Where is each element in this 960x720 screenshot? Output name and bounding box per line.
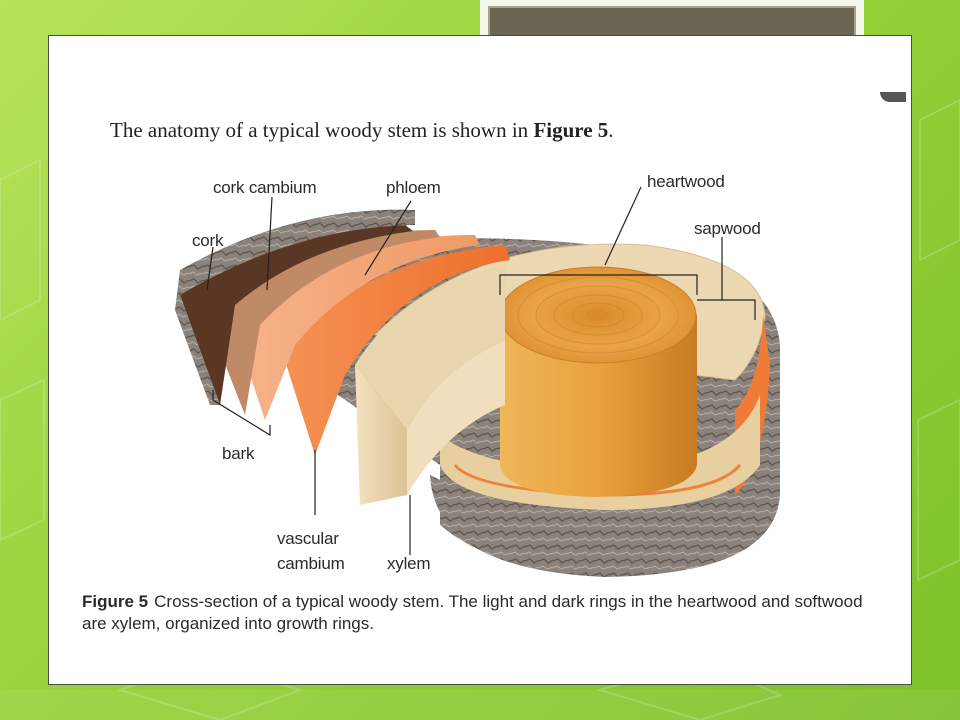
bark-sheet bbox=[180, 209, 415, 295]
label-cork: cork bbox=[192, 231, 224, 250]
woody-stem-diagram bbox=[175, 186, 780, 577]
label-bark: bark bbox=[222, 444, 255, 463]
slide-corner-tab bbox=[880, 92, 906, 102]
heartwood-side bbox=[500, 315, 697, 497]
vascular-cambium-sheet bbox=[280, 245, 510, 455]
bark-sheet-face bbox=[175, 270, 220, 405]
heartwood-top bbox=[499, 266, 697, 364]
label-sapwood: sapwood bbox=[694, 219, 761, 238]
sapwood-block-front bbox=[355, 265, 505, 430]
label-vascular: vascular bbox=[277, 529, 339, 548]
label-xylem: xylem bbox=[387, 554, 431, 573]
label-cork-cambium: cork cambium bbox=[213, 178, 317, 197]
caption-figure-label: Figure 5 bbox=[82, 592, 149, 611]
bark-base bbox=[430, 345, 780, 577]
intro-figure-ref: Figure 5 bbox=[533, 118, 609, 142]
intro-suffix: . bbox=[608, 118, 614, 142]
label-phloem: phloem bbox=[386, 178, 441, 197]
cork-sheet bbox=[180, 225, 413, 405]
label-cambium: cambium bbox=[277, 554, 345, 573]
sapwood-block-side bbox=[407, 340, 505, 495]
label-heartwood: heartwood bbox=[647, 172, 725, 191]
intro-text: The anatomy of a typical woody stem is s… bbox=[110, 118, 810, 143]
sapwood-block-face bbox=[355, 365, 407, 505]
intro-prefix: The anatomy of a typical woody stem is s… bbox=[110, 118, 529, 142]
caption-text: Cross-section of a typical woody stem. T… bbox=[82, 592, 863, 633]
